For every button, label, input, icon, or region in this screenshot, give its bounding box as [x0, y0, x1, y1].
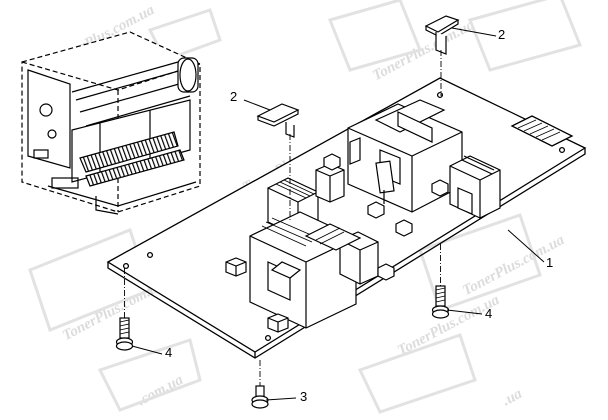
callout-label: 2: [230, 89, 238, 104]
screw-3: [251, 385, 269, 409]
callout-label: 4: [165, 345, 173, 360]
spacer-middle: [256, 103, 300, 138]
pcb-board: [106, 77, 587, 359]
screw-4-left: [115, 317, 134, 351]
assembly-lines: [124, 50, 442, 386]
machine-frame-inset: [21, 31, 201, 215]
watermark-logo: [28, 0, 583, 414]
callout-label: 2: [498, 27, 506, 42]
screw-4-right: [431, 285, 450, 319]
callout-label: 3: [300, 389, 308, 404]
leader-lines: [131, 27, 545, 401]
pcb-components: [225, 99, 501, 333]
callout-label: 4: [485, 306, 493, 321]
spacer-top-right: [424, 15, 460, 55]
callout-label: 1: [546, 255, 554, 270]
